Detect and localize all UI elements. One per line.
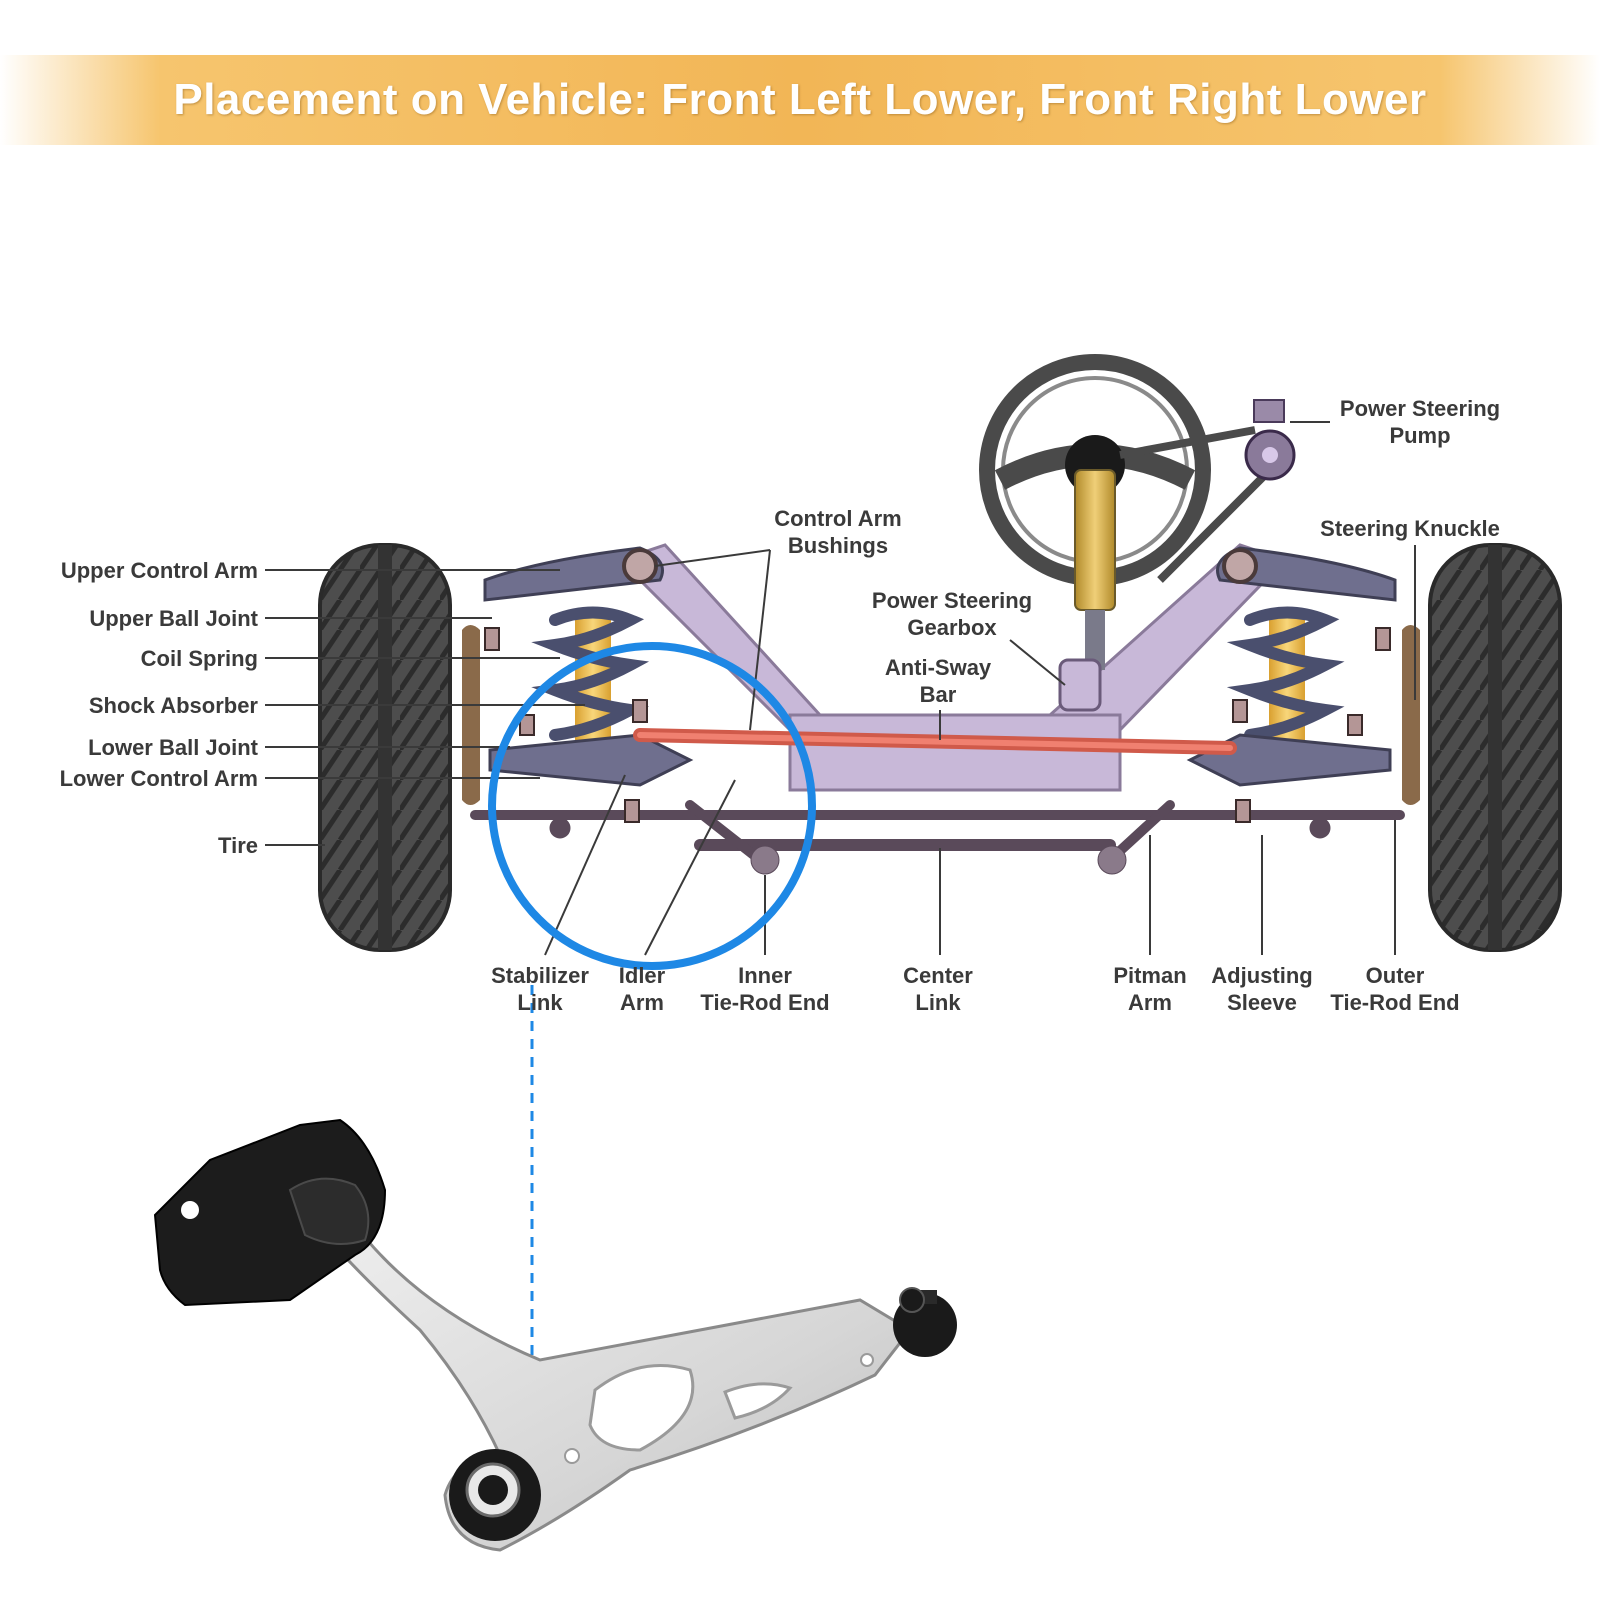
label-control-arm-bushings-line1: Control Arm [774, 506, 902, 531]
label-stabilizer-link-line1: Stabilizer [491, 963, 589, 988]
lower-control-arm-part [153, 1118, 957, 1552]
label-idler-arm-line2: Arm [620, 990, 664, 1015]
label-steering-knuckle: Steering Knuckle [1320, 516, 1500, 541]
right-lower-control-arm [1186, 733, 1392, 787]
diagram-labels: Upper Control Arm Upper Ball Joint Coil … [60, 396, 1501, 1015]
steering-column [1074, 469, 1116, 611]
placement-title: Placement on Vehicle: Front Left Lower, … [173, 75, 1427, 124]
label-tire: Tire [218, 833, 258, 858]
label-pitman-arm-line1: Pitman [1113, 963, 1186, 988]
right-coil-spring [1226, 606, 1345, 742]
right-tire [1428, 543, 1562, 952]
label-lower-ball-joint: Lower Ball Joint [88, 735, 259, 760]
label-upper-ball-joint: Upper Ball Joint [89, 606, 258, 631]
left-lower-control-arm [488, 733, 694, 787]
label-inner-tie-rod-line2: Tie-Rod End [700, 990, 829, 1015]
label-outer-tie-rod-line2: Tie-Rod End [1330, 990, 1459, 1015]
label-lower-control-arm: Lower Control Arm [60, 766, 258, 791]
label-stabilizer-link-line2: Link [517, 990, 563, 1015]
label-pitman-arm-line2: Arm [1128, 990, 1172, 1015]
left-coil-spring [531, 606, 650, 742]
label-center-link-line1: Center [903, 963, 973, 988]
right-knuckle [1402, 625, 1420, 805]
power-steering-pump [1119, 399, 1296, 583]
label-center-link-line2: Link [915, 990, 961, 1015]
right-upper-control-arm [1216, 546, 1397, 602]
power-steering-gearbox [1058, 658, 1102, 712]
left-knuckle [462, 625, 480, 805]
label-power-steering-gearbox-line1: Power Steering [872, 588, 1032, 613]
label-control-arm-bushings-line2: Bushings [788, 533, 888, 558]
label-shock-absorber: Shock Absorber [89, 693, 259, 718]
label-adjusting-sleeve-line2: Sleeve [1227, 990, 1297, 1015]
label-inner-tie-rod-line1: Inner [738, 963, 792, 988]
label-adjusting-sleeve-line1: Adjusting [1211, 963, 1312, 988]
label-coil-spring: Coil Spring [141, 646, 258, 671]
label-power-steering-pump-line1: Power Steering [1340, 396, 1500, 421]
placement-banner: Placement on Vehicle: Front Left Lower, … [0, 55, 1600, 145]
label-outer-tie-rod-line1: Outer [1366, 963, 1425, 988]
label-anti-sway-bar-line1: Anti-Sway [885, 655, 992, 680]
highlight-circle [488, 642, 816, 970]
label-upper-control-arm: Upper Control Arm [61, 558, 258, 583]
label-anti-sway-bar-line2: Bar [920, 682, 957, 707]
label-power-steering-pump-line2: Pump [1389, 423, 1450, 448]
label-idler-arm-line1: Idler [619, 963, 666, 988]
label-power-steering-gearbox-line2: Gearbox [907, 615, 997, 640]
